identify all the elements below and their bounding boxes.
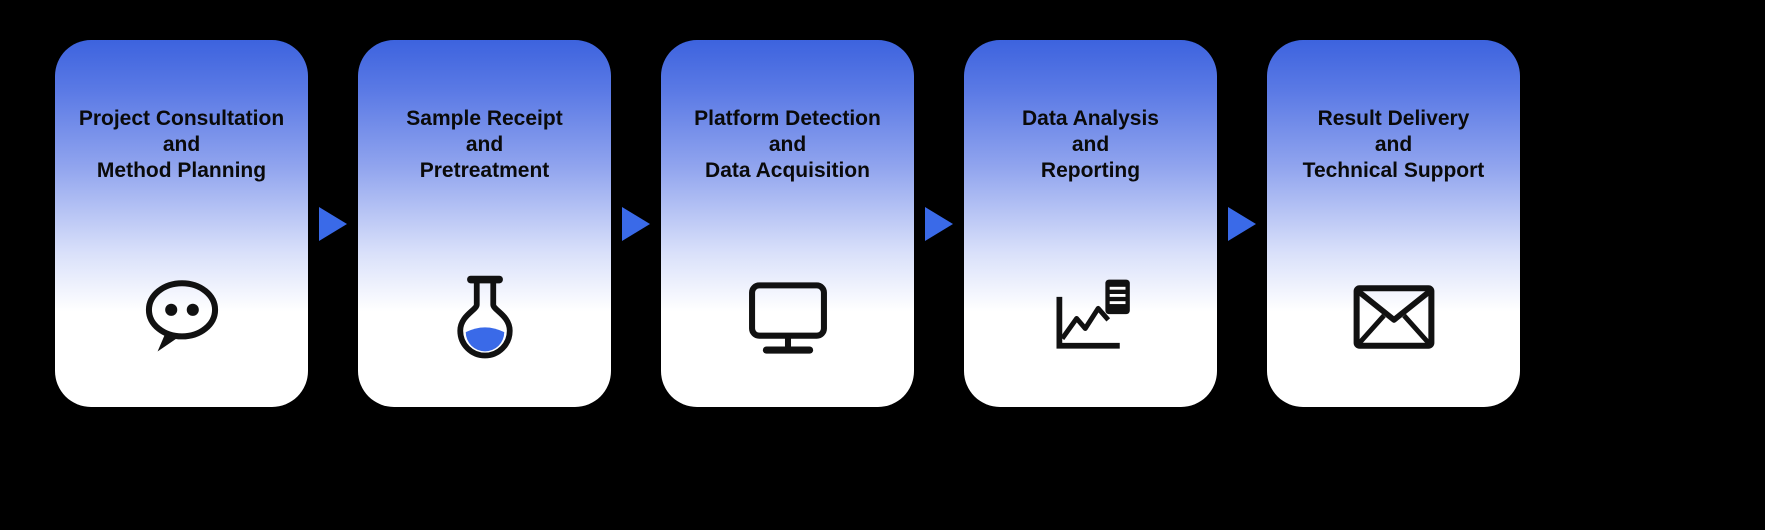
envelope-icon	[1348, 269, 1440, 365]
arrow-right-icon	[308, 40, 358, 407]
step-title-line1: Data Analysis	[1022, 107, 1159, 130]
step-title: Platform Detection and Data Acquisition	[694, 106, 881, 184]
step-title-line2: and	[162, 133, 201, 156]
chat-icon	[136, 269, 228, 365]
step-title: Result Delivery and Technical Support	[1303, 106, 1485, 184]
arrow-right-icon	[914, 40, 964, 407]
workflow-diagram: Project Consultation and Method Planning…	[55, 40, 1520, 407]
step-title: Sample Receipt and Pretreatment	[406, 106, 562, 184]
step-title-line3: Method Planning	[96, 159, 267, 182]
step-title-line3: Data Acquisition	[705, 159, 870, 182]
step-title: Data Analysis and Reporting	[1022, 106, 1159, 184]
step-title-line3: Technical Support	[1302, 159, 1485, 182]
step-title-line2: and	[768, 133, 807, 156]
step-title: Project Consultation and Method Planning	[79, 106, 284, 184]
step-card-sample: Sample Receipt and Pretreatment	[358, 40, 611, 407]
step-card-analysis: Data Analysis and Reporting	[964, 40, 1217, 407]
step-title-line1: Project Consultation	[78, 107, 285, 130]
step-title-line3: Pretreatment	[419, 159, 550, 182]
step-card-detection: Platform Detection and Data Acquisition	[661, 40, 914, 407]
arrow-right-icon	[1217, 40, 1267, 407]
arrow-right-icon	[611, 40, 661, 407]
flask-icon	[441, 269, 529, 365]
step-title-line1: Sample Receipt	[406, 107, 563, 130]
chart-report-icon	[1045, 269, 1137, 365]
step-title-line1: Result Delivery	[1317, 107, 1470, 130]
step-title-line3: Reporting	[1040, 159, 1141, 182]
step-title-line2: and	[1071, 133, 1110, 156]
step-title-line1: Platform Detection	[694, 107, 881, 130]
step-card-consultation: Project Consultation and Method Planning	[55, 40, 308, 407]
step-card-delivery: Result Delivery and Technical Support	[1267, 40, 1520, 407]
step-title-line2: and	[1374, 133, 1413, 156]
monitor-icon	[742, 269, 834, 365]
step-title-line2: and	[465, 133, 504, 156]
